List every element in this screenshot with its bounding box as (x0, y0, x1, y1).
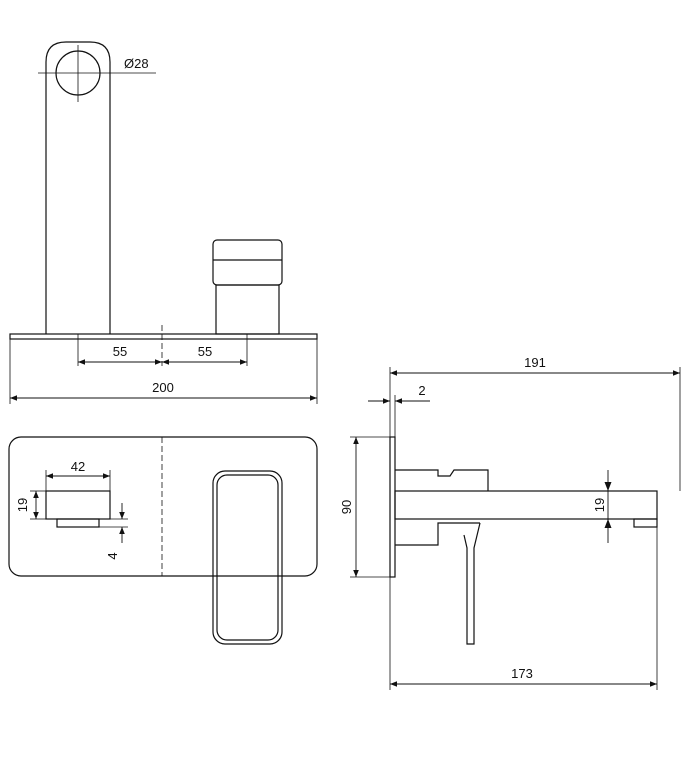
top-view-base-plate (9, 333, 318, 340)
front-view-spout-outlet (45, 490, 111, 528)
side-view-lever (463, 522, 481, 645)
label-spout-length: 173 (511, 666, 533, 681)
front-view (8, 436, 318, 645)
label-outlet-reach: 191 (524, 355, 546, 370)
top-view-mixer (212, 239, 283, 335)
label-spout-height: 19 (592, 498, 607, 512)
side-view-wall-plate (389, 436, 396, 578)
top-view (9, 41, 318, 404)
front-view-wall-plate (8, 436, 318, 577)
label-mixer-gap: 4 (105, 552, 120, 559)
label-plate-width: 200 (152, 380, 174, 395)
side-view-body (395, 469, 489, 491)
side-view-spout (394, 490, 658, 520)
dimension-labels: Ø28 55 55 200 191 2 42 19 4 90 19 173 (15, 56, 607, 681)
label-spacing-right: 55 (198, 344, 212, 359)
label-mixer-height: 19 (15, 498, 30, 512)
front-view-lever (212, 470, 283, 645)
label-mixer-width: 42 (71, 459, 85, 474)
label-plate-thickness: 2 (418, 383, 425, 398)
label-plate-height: 90 (339, 500, 354, 514)
top-view-spout-body (45, 41, 111, 334)
side-view (350, 367, 681, 690)
side-view-spout-aerator (633, 518, 658, 528)
label-pipe-diameter: Ø28 (124, 56, 149, 71)
label-spacing-left: 55 (113, 344, 127, 359)
